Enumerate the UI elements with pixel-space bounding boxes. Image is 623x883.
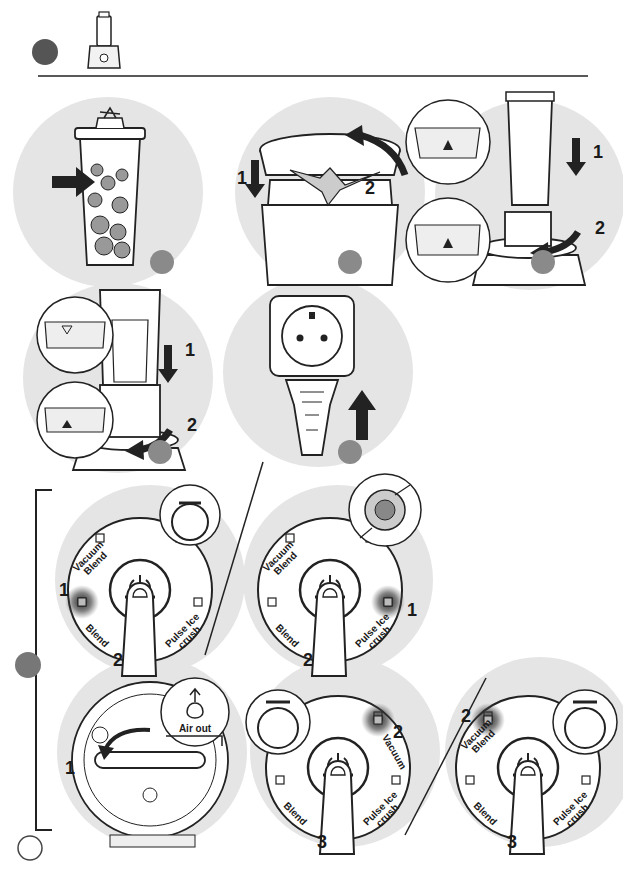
callout-number: 1 bbox=[593, 143, 603, 161]
callout-number: 2 bbox=[113, 651, 123, 669]
callout-number: 2 bbox=[303, 651, 313, 669]
callout-number: 3 bbox=[317, 833, 327, 851]
button-label: Air out bbox=[179, 724, 211, 734]
callout-number: 1 bbox=[65, 759, 75, 777]
callout-number: 2 bbox=[187, 416, 197, 434]
callout-number: 1 bbox=[59, 581, 69, 599]
callout-number: 1 bbox=[185, 341, 195, 359]
callout-number: 2 bbox=[393, 723, 403, 741]
callout-number: 2 bbox=[461, 707, 471, 725]
callout-number: 1 bbox=[237, 169, 247, 187]
callout-number: 2 bbox=[595, 219, 605, 237]
callout-number: 3 bbox=[507, 833, 517, 851]
callout-number: 1 bbox=[407, 601, 417, 619]
callout-number: 2 bbox=[365, 179, 375, 197]
